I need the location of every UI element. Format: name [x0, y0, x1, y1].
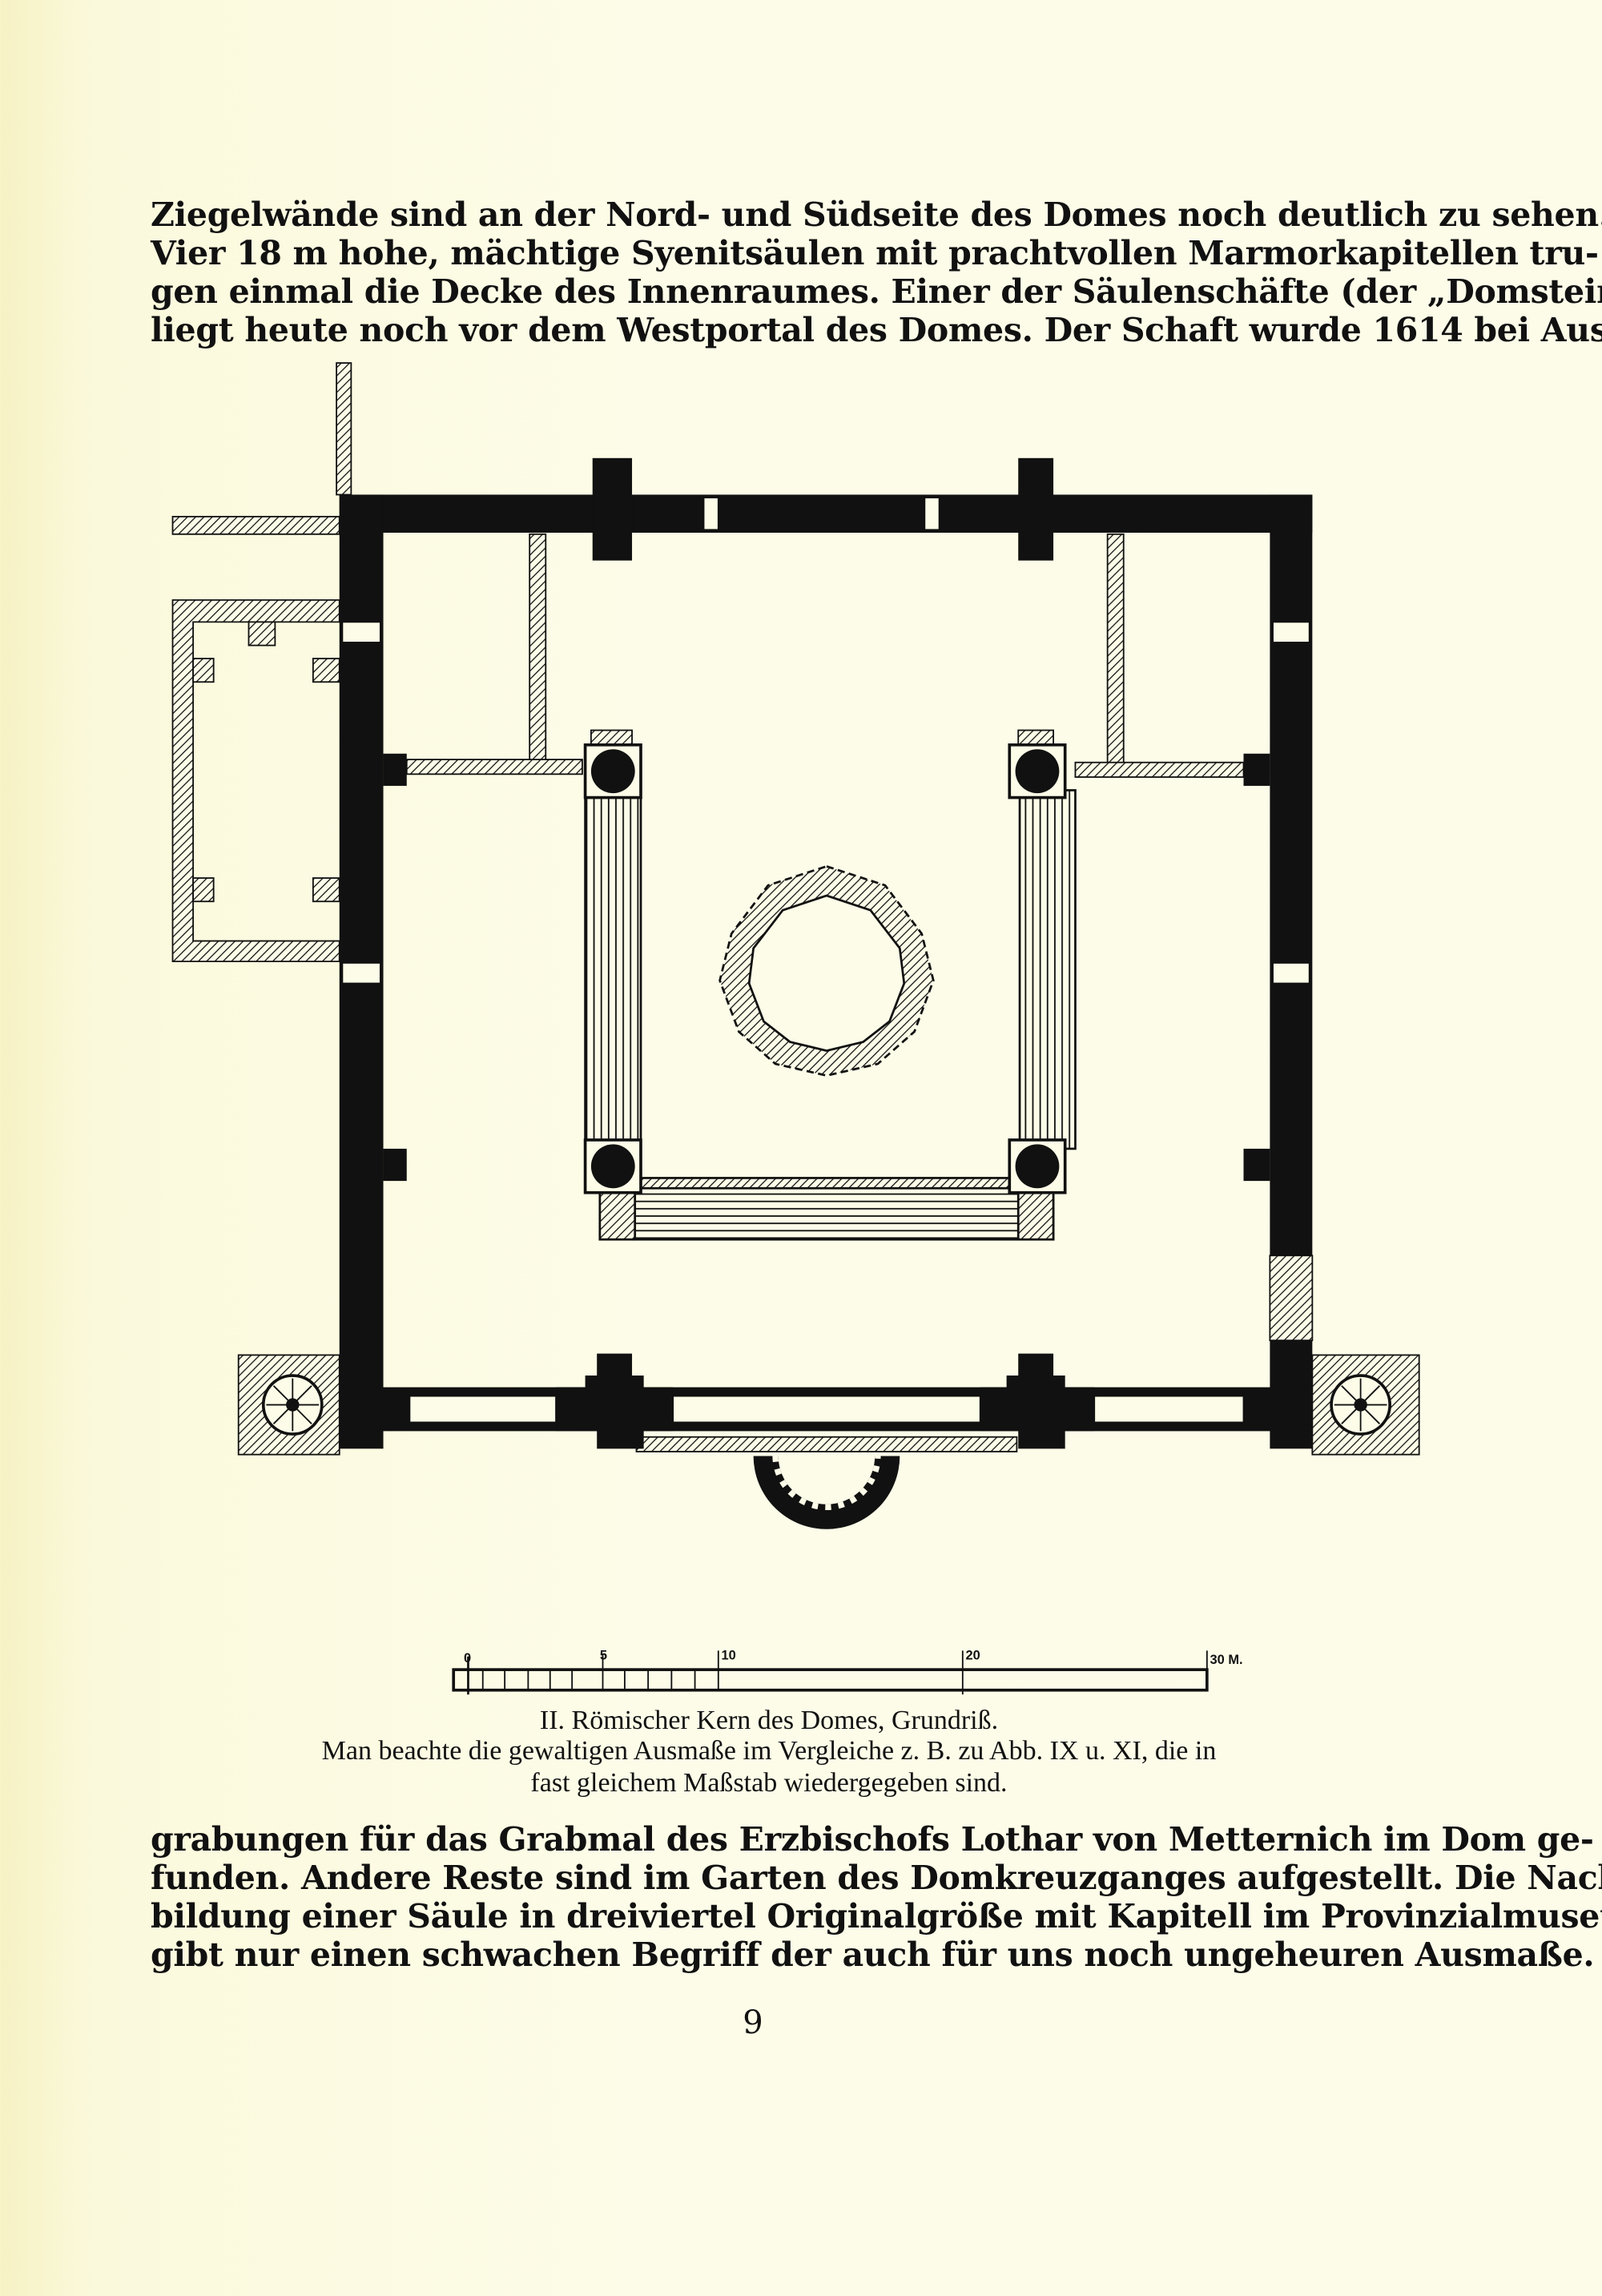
scale-label: 30 M. [1210, 1653, 1243, 1667]
scale-label: 0 [464, 1651, 471, 1666]
figure-caption-text: fast gleichem Maßstab wiedergegeben sind… [530, 1768, 1008, 1798]
text-line: bildung einer Säule in dreiviertel Origi… [151, 1897, 1602, 1935]
text-line: liegt heute noch vor dem Westportal des … [151, 311, 1602, 349]
scale-label: 5 [600, 1648, 607, 1662]
text-line: grabungen für das Grabmal des Erzbischof… [151, 1820, 1594, 1859]
figure-caption-text: Man beachte die gewaltigen Ausmaße im Ve… [321, 1736, 1217, 1766]
column-icon [583, 1138, 642, 1194]
wall-openings [341, 497, 1310, 1424]
figure-caption-title: II. Römischer Kern des Domes, Grundriß. [539, 1706, 999, 1735]
hatched-annex-walls [171, 362, 1314, 1452]
text-line: gen einmal die Decke des Innenraumes. Ei… [151, 272, 1602, 311]
stair-turrets [237, 1354, 1420, 1456]
bottom-paragraph: grabungen für das Grabmal des Erzbischof… [151, 1820, 1602, 1974]
page-number: 9 [743, 2004, 763, 2041]
text-line: Vier 18 m hohe, mächtige Syenitsäulen mi… [151, 234, 1599, 272]
column-icon [583, 743, 642, 800]
scale-label: 10 [721, 1648, 735, 1662]
text-line: Ziegelwände sind an der Nord- und Südsei… [151, 195, 1602, 234]
columns [583, 729, 1067, 1194]
column-icon [1008, 1138, 1067, 1194]
text-line: gibt nur einen schwachen Begriff der auc… [151, 1935, 1595, 1974]
scale-label: 20 [965, 1648, 980, 1662]
central-decagon [718, 864, 935, 1077]
apse [753, 1456, 900, 1529]
scale-bar: 0 5 10 20 30 M. [452, 1648, 1243, 1695]
column-icon [1008, 743, 1067, 800]
top-paragraph: Ziegelwände sind an der Nord- und Südsei… [151, 195, 1602, 349]
text-line: funden. Andere Reste sind im Garten des … [151, 1859, 1602, 1897]
